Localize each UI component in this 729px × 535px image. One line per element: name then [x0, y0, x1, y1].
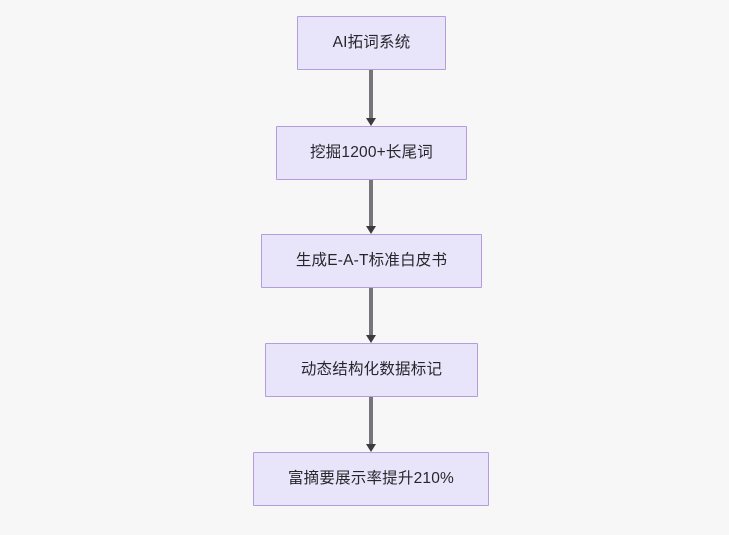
- arrowhead-down-icon: [365, 118, 376, 126]
- arrowhead-down-icon: [365, 335, 376, 343]
- edge-line: [369, 397, 373, 445]
- flowchart-node-1[interactable]: AI拓词系统: [297, 16, 446, 70]
- flowchart-node-1-label: AI拓词系统: [332, 34, 411, 52]
- edge-line: [369, 180, 373, 227]
- flowchart-node-3-label: 生成E-A-T标准白皮书: [295, 252, 448, 270]
- edge-line: [369, 288, 373, 336]
- arrowhead-down-icon: [365, 444, 376, 452]
- flowchart-node-2-label: 挖掘1200+长尾词: [309, 144, 434, 162]
- flowchart-node-4-label: 动态结构化数据标记: [300, 361, 443, 379]
- arrowhead-down-icon: [365, 226, 376, 234]
- edge-line: [369, 70, 373, 119]
- flowchart-node-5[interactable]: 富摘要展示率提升210%: [253, 452, 489, 506]
- flowchart-node-5-label: 富摘要展示率提升210%: [287, 470, 455, 488]
- flowchart-node-3[interactable]: 生成E-A-T标准白皮书: [261, 234, 482, 288]
- flowchart-node-2[interactable]: 挖掘1200+长尾词: [276, 126, 467, 180]
- flowchart-node-4[interactable]: 动态结构化数据标记: [265, 343, 478, 397]
